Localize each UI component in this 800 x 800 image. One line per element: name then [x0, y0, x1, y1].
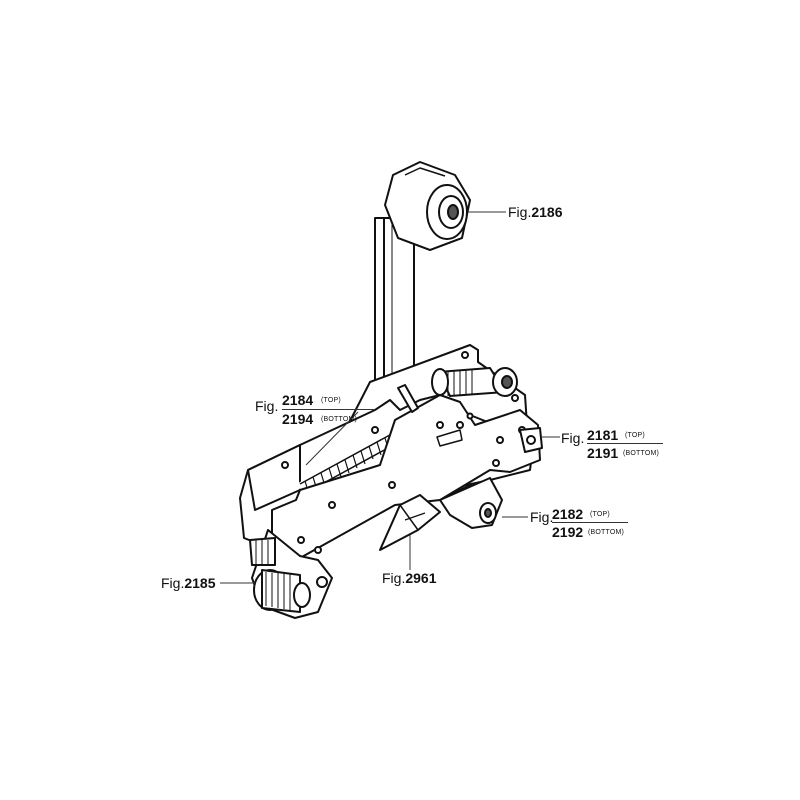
callout-top-number: 2182 — [552, 506, 584, 522]
callout-number: 2185 — [184, 575, 216, 591]
callout-fig-2961: Fig.2961 — [382, 571, 437, 585]
right-bracket — [519, 427, 543, 453]
callout-fig-2181-2191: Fig. 2181 (TOP) 2191 (BOTTOM) — [561, 428, 671, 468]
front-plate — [271, 394, 541, 559]
bottom-bracket — [439, 477, 503, 529]
callout-divider — [282, 409, 374, 410]
callout-fig-2182-2192: Fig. 2182 (TOP) 2192 (BOTTOM) — [530, 507, 640, 547]
callout-prefix: Fig. — [561, 430, 585, 446]
callout-prefix: Fig. — [161, 575, 185, 591]
callout-prefix: Fig. — [382, 570, 406, 586]
callout-number: 2186 — [531, 204, 563, 220]
callout-prefix: Fig. — [530, 509, 554, 525]
callout-top-note: (TOP) — [625, 432, 645, 439]
callout-bottom-number: 2191 — [587, 445, 619, 461]
rear-roller — [431, 367, 518, 397]
callout-bottom-note: (BOTTOM) — [623, 450, 660, 457]
callout-divider — [552, 522, 628, 523]
top-roller-assembly — [384, 161, 471, 251]
callout-top-number: 2184 — [282, 392, 314, 408]
callout-bottom-note: (BOTTOM) — [321, 416, 358, 423]
callout-divider — [587, 443, 663, 444]
callout-top-note: (TOP) — [321, 397, 341, 404]
leader-2184 — [305, 411, 359, 466]
guide-rod — [397, 384, 419, 413]
callout-fig-2186: Fig.2186 — [508, 205, 563, 219]
callout-bottom-number: 2192 — [552, 524, 584, 540]
callout-bottom-note: (BOTTOM) — [588, 529, 625, 536]
wedge-clip — [379, 494, 441, 551]
leader-lines — [220, 211, 560, 584]
callout-prefix: Fig. — [508, 204, 532, 220]
callout-prefix: Fig. — [255, 398, 279, 414]
callout-top-number: 2181 — [587, 427, 619, 443]
lower-roller — [249, 537, 276, 566]
callout-bottom-number: 2194 — [282, 411, 314, 427]
callout-fig-2185: Fig.2185 — [161, 576, 216, 590]
callout-top-note: (TOP) — [590, 511, 610, 518]
callout-fig-2184-2194: Fig. 2184 (TOP) 2194 (BOTTOM) — [255, 393, 375, 433]
callout-number: 2961 — [405, 570, 437, 586]
